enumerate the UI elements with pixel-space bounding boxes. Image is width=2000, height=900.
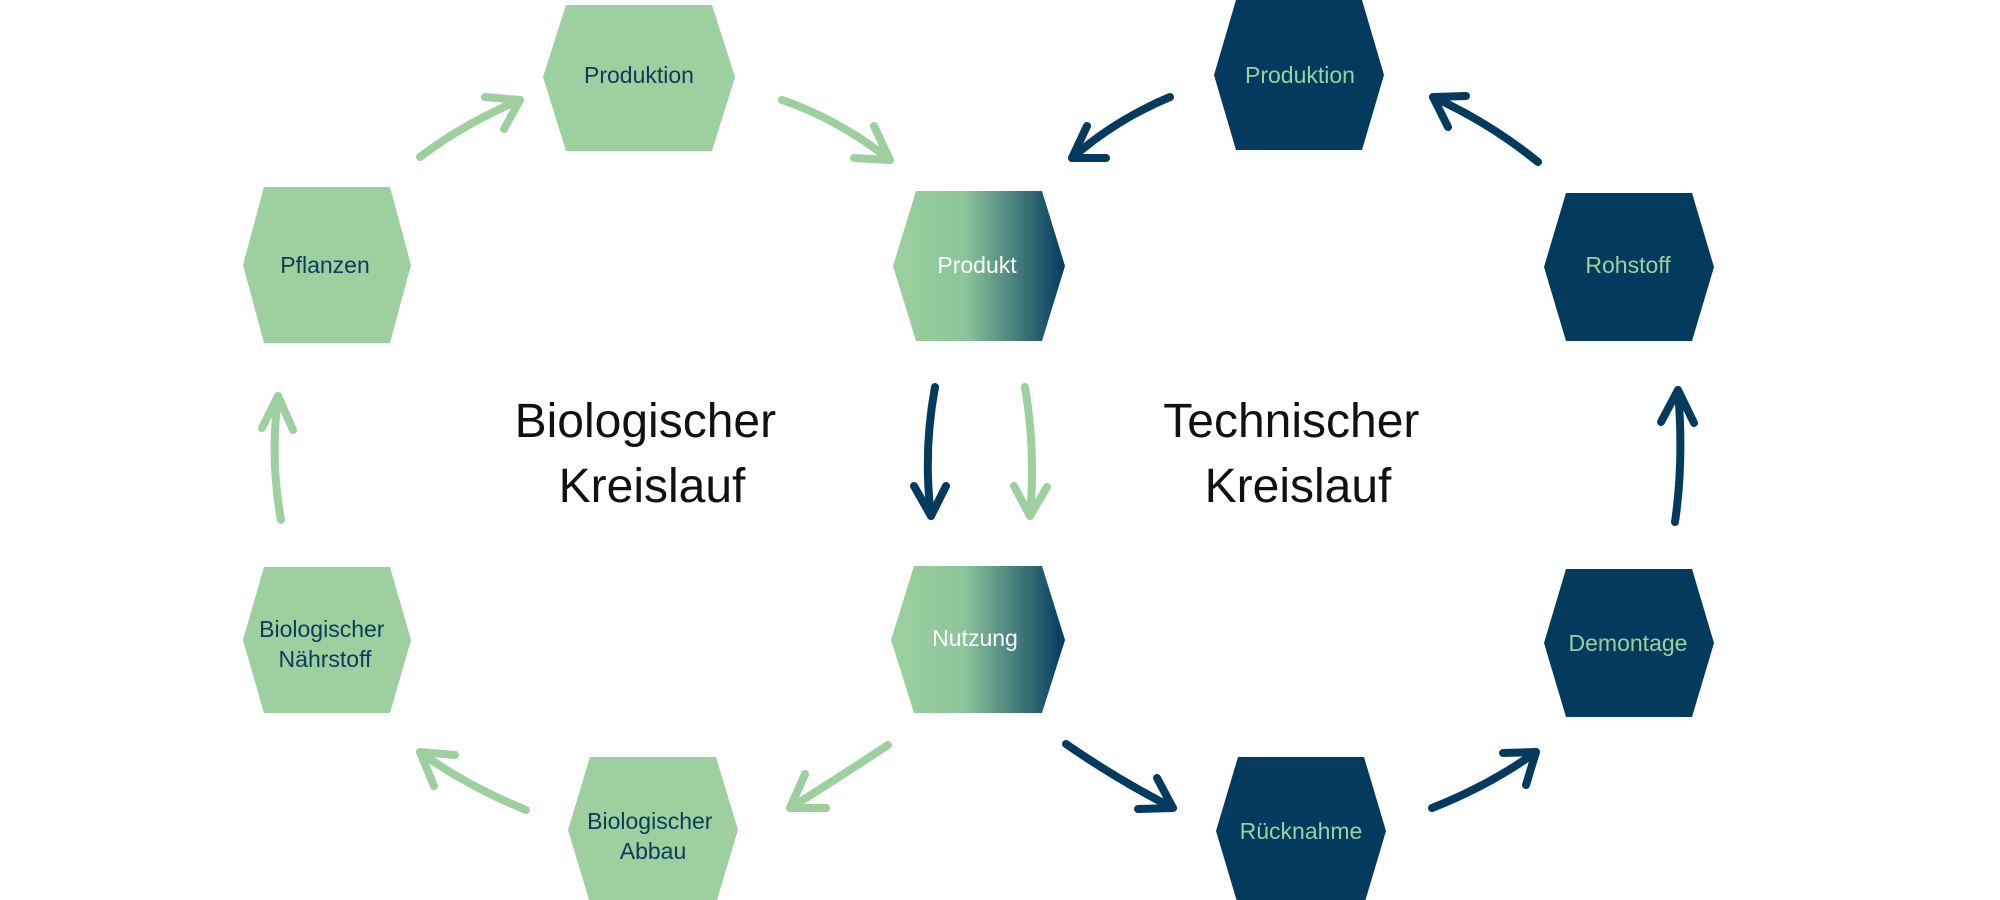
- svg-text:Biologischer Nährstoff: Biologischer Nährstoff: [259, 616, 391, 672]
- arrow-produktion-to-produkt: [778, 96, 894, 164]
- arrow-naehrstoff-to-pflanzen: [258, 392, 297, 524]
- arrow-ruecknahme-to-demontage: [1428, 748, 1540, 812]
- hex-bio-naehrstoff: Biologischer Nährstoff: [243, 567, 411, 713]
- hex-tech-rohstoff: Rohstoff: [1544, 193, 1714, 341]
- svg-text:Produktion: Produktion: [584, 62, 694, 88]
- hex-nutzung: Nutzung: [891, 566, 1065, 713]
- hex-tech-ruecknahme: Rücknahme: [1216, 757, 1386, 900]
- svg-text:Produkt: Produkt: [937, 252, 1017, 278]
- svg-text:Pflanzen: Pflanzen: [280, 252, 370, 278]
- hex-produkt: Produkt: [893, 191, 1065, 341]
- tech-cycle-title: Technischer Kreislauf: [1163, 395, 1432, 513]
- svg-text:Rücknahme: Rücknahme: [1240, 818, 1363, 844]
- hex-bio-abbau: Biologischer Abbau: [568, 757, 738, 900]
- hex-bio-produktion: Produktion: [543, 5, 735, 151]
- svg-text:Nutzung: Nutzung: [932, 625, 1018, 651]
- svg-text:Demontage: Demontage: [1569, 630, 1688, 656]
- svg-text:Rohstoff: Rohstoff: [1585, 252, 1671, 278]
- arrow-produkt-to-nutzung-bio: [1010, 383, 1051, 520]
- arrow-pflanzen-to-produktion: [416, 93, 524, 161]
- bio-cycle-title: Biologischer Kreislauf: [515, 395, 790, 513]
- hex-bio-pflanzen: Pflanzen: [243, 187, 411, 343]
- arrow-nutzung-to-ruecknahme: [1062, 740, 1177, 813]
- svg-text:Produktion: Produktion: [1245, 62, 1355, 88]
- svg-text:Biologischer Abbau: Biologischer Abbau: [587, 808, 719, 864]
- hex-tech-demontage: Demontage: [1544, 569, 1714, 717]
- arrow-rohstoff-to-produktion: [1429, 92, 1542, 166]
- arrow-nutzung-to-abbau: [786, 741, 892, 812]
- arrow-produkt-to-nutzung-tech: [910, 383, 950, 520]
- arrow-demontage-to-rohstoff: [1657, 386, 1698, 526]
- arrow-produktion-to-produkt-tech: [1068, 93, 1174, 162]
- arrow-abbau-to-naehrstoff: [416, 748, 530, 814]
- hex-tech-produktion: Produktion: [1214, 0, 1384, 150]
